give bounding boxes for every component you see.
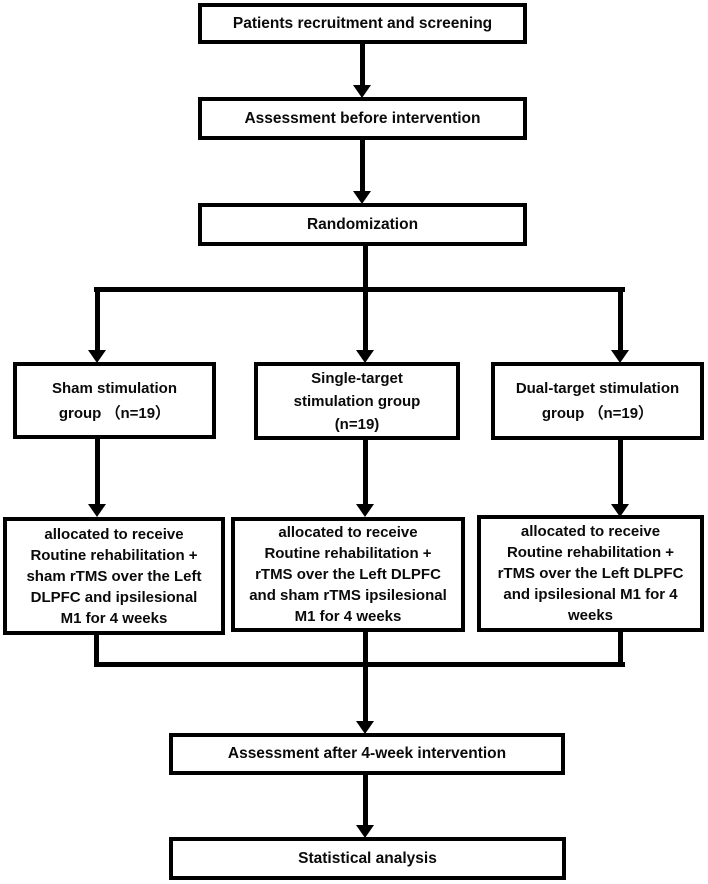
- connector-sham-to-allocation: [95, 439, 100, 506]
- connector-assessment-to-randomization: [360, 139, 365, 192]
- box-randomization: Randomization: [198, 203, 527, 246]
- arrow-down-icon: [88, 504, 106, 517]
- connector-recruitment-to-assessment: [360, 43, 365, 86]
- box-dual-target-stimulation-group: Dual-target stimulation group （n=19）: [491, 362, 704, 440]
- box-sham-stimulation-group: Sham stimulation group （n=19）: [13, 362, 216, 439]
- arrow-down-icon: [88, 350, 106, 363]
- arrow-down-icon: [356, 721, 374, 734]
- box-single-target-stimulation-group: Single-target stimulation group (n=19): [254, 362, 460, 440]
- connector-branch-to-sham: [95, 287, 100, 351]
- connector-sham-to-merge: [94, 634, 99, 667]
- box-allocation-sham: allocated to receive Routine rehabilitat…: [3, 517, 225, 635]
- connector-randomization-trunk: [363, 245, 368, 352]
- arrow-down-icon: [353, 191, 371, 204]
- box-statistical-analysis: Statistical analysis: [169, 837, 566, 880]
- connector-dual-to-merge: [618, 631, 623, 667]
- connector-branch-line: [94, 287, 625, 292]
- connector-merge-to-assessment-after: [363, 662, 368, 722]
- arrow-down-icon: [611, 504, 629, 517]
- connector-branch-to-dual: [618, 287, 623, 351]
- box-patients-recruitment: Patients recruitment and screening: [198, 3, 527, 44]
- connector-dual-to-allocation: [618, 440, 623, 506]
- arrow-down-icon: [356, 825, 374, 838]
- arrow-down-icon: [356, 504, 374, 517]
- box-allocation-single-target: allocated to receive Routine rehabilitat…: [231, 517, 465, 632]
- box-assessment-before-intervention: Assessment before intervention: [198, 97, 527, 140]
- box-allocation-dual-target: allocated to receive Routine rehabilitat…: [477, 515, 704, 632]
- connector-single-to-allocation: [363, 440, 368, 506]
- connector-single-to-merge: [363, 631, 368, 667]
- connector-assessment-to-statistical: [363, 775, 368, 826]
- arrow-down-icon: [611, 350, 629, 363]
- arrow-down-icon: [353, 85, 371, 98]
- box-assessment-after-intervention: Assessment after 4-week intervention: [169, 733, 565, 775]
- arrow-down-icon: [356, 350, 374, 363]
- connector-merge-line: [94, 662, 625, 667]
